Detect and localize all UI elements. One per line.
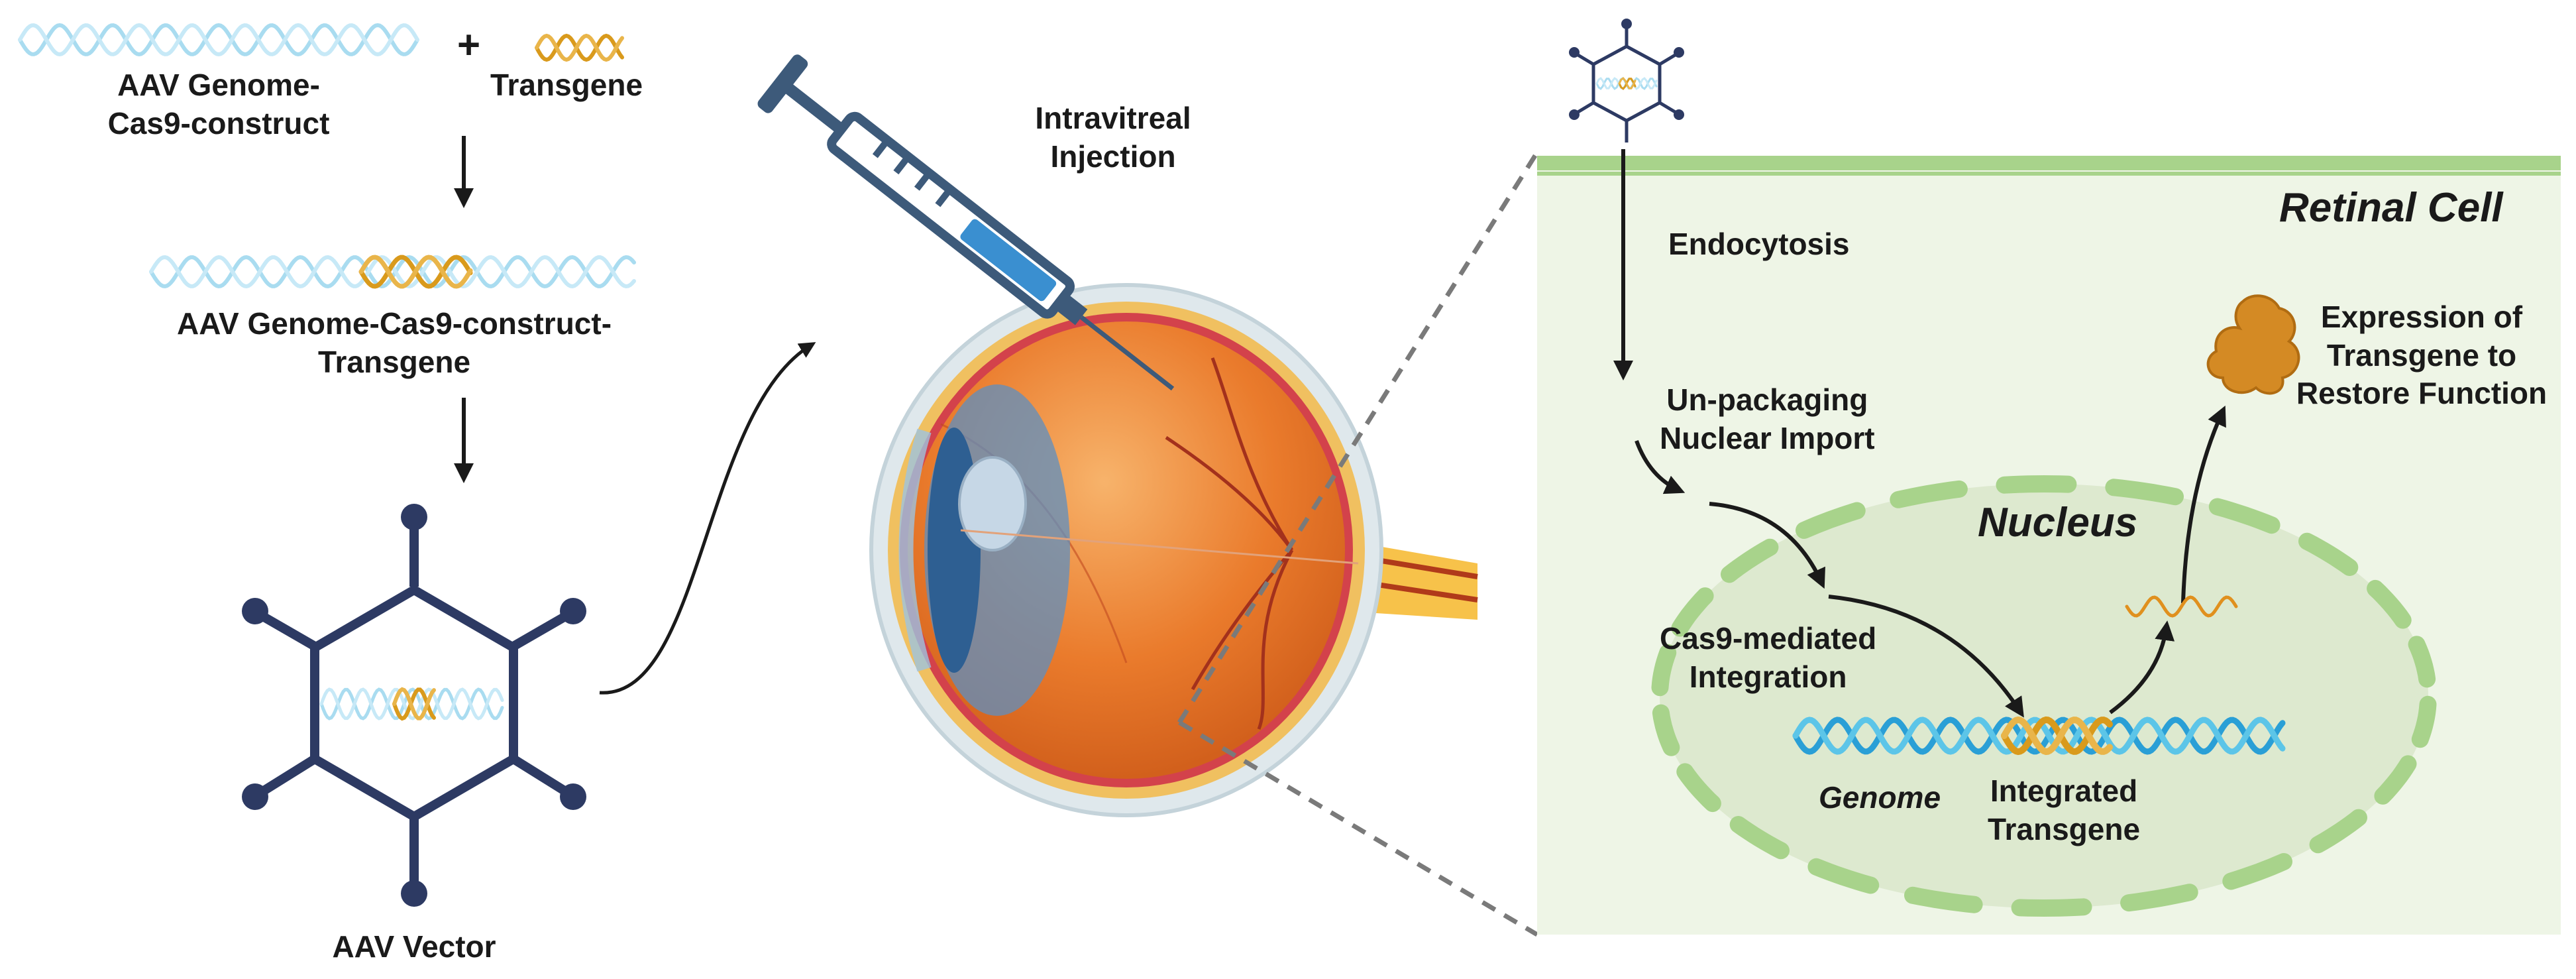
nuclear-envelope — [1651, 475, 2437, 917]
curved-arrow-to-eye — [599, 342, 816, 695]
aav-vector-label: AAV Vector — [332, 929, 496, 964]
vector-transgene-helix-icon — [392, 687, 436, 721]
nuclear-envelope-segment — [1890, 480, 1968, 508]
retinal-cell-title: Retinal Cell — [2279, 185, 2503, 231]
nuclear-envelope-segment — [1721, 538, 1779, 583]
arrow-to-integration — [1709, 502, 1825, 589]
arrow-to-protein — [2181, 405, 2226, 604]
nuclear-envelope-segment — [1671, 587, 1714, 637]
integrated-line1: Integrated — [1990, 774, 2138, 808]
combined-construct-label: AAV Genome-Cas9-construct- Transgene — [177, 305, 612, 381]
expression-line2: Transgene to — [2326, 337, 2517, 373]
aav-genome-construct-line1: AAV Genome- — [117, 68, 320, 102]
combined-line1: AAV Genome-Cas9-construct- — [176, 306, 612, 341]
plus-sign: + — [457, 23, 481, 67]
incoming-aav-capsid-icon — [1569, 19, 1684, 143]
nuclear-envelope-segment — [1996, 475, 2077, 494]
integrated-transgene-label: Integrated Transgene — [1988, 772, 2140, 848]
endocytosis-label: Endocytosis — [1668, 227, 1850, 261]
nucleus-label: Nucleus — [1978, 500, 2138, 546]
eye-illustration — [869, 283, 1478, 817]
nuclear-envelope-segment — [1651, 644, 1677, 697]
nuclear-envelope-segment — [2309, 809, 2367, 854]
aav-genome-construct-line2: Cas9-construct — [107, 105, 330, 141]
injection-label: Intravitreal Injection — [1035, 99, 1191, 176]
nuclear-envelope-segment — [2120, 884, 2198, 912]
nuclear-envelope-segment — [2367, 579, 2412, 629]
nuclear-envelope-segment — [1807, 858, 1880, 894]
transgene-label: Transgene — [490, 68, 643, 102]
syringe-icon — [757, 54, 1175, 391]
arrow-into-genome — [1828, 595, 2024, 718]
combined-line2: Transgene — [317, 344, 471, 379]
aav-genome-construct-label: AAV Genome- Cas9-construct — [108, 66, 330, 143]
vector-dna-helix-icon — [319, 687, 504, 720]
nuclear-envelope-segment — [2011, 898, 2092, 917]
nuclear-envelope-segment — [1729, 816, 1790, 860]
nucleus — [1660, 484, 2428, 908]
integrated-transgene-helix-icon — [2001, 716, 2113, 756]
unpackaging-label: Un-packaging Nuclear Import — [1660, 381, 1875, 457]
nuclear-envelope-segment — [1652, 704, 1680, 756]
aav-vector-capsid-icon — [242, 504, 586, 907]
arrow-to-mrna — [2109, 620, 2175, 715]
nuclear-envelope-segment — [2208, 498, 2281, 534]
incoming-capsid-transgene-icon — [1618, 77, 1637, 90]
injection-line2: Injection — [1050, 139, 1176, 174]
cas9-integration-label: Cas9-mediated Integration — [1660, 620, 1876, 696]
expression-label: Expression of Transgene to Restore Funct… — [2296, 298, 2547, 413]
cas9-line1: Cas9-mediated — [1660, 621, 1877, 656]
nuclear-envelope-segment — [2411, 695, 2437, 748]
nuclear-envelope-segment — [2298, 532, 2359, 576]
expression-line3: Restore Function — [2296, 376, 2548, 410]
mrna-icon — [2125, 595, 2238, 618]
unpackaging-line1: Un-packaging — [1666, 382, 1868, 417]
nuclear-envelope-segment — [2222, 853, 2292, 890]
nuclear-envelope-segment — [2408, 636, 2436, 688]
zoom-line-bottom — [1178, 720, 1538, 937]
nuclear-envelope-segment — [2105, 479, 2184, 506]
nuclear-envelope-segment — [1904, 886, 1983, 913]
cas9-line2: Integration — [1689, 659, 1847, 694]
protein-icon — [2206, 294, 2300, 395]
expression-line1: Expression of — [2320, 300, 2523, 334]
aav-genome-dna-helix-icon — [18, 23, 419, 57]
genome-label: Genome — [1819, 780, 1941, 815]
combined-transgene-dna-helix-icon — [358, 255, 473, 289]
transgene-dna-helix-icon — [535, 33, 624, 62]
zoom-line-top — [1177, 151, 1539, 724]
arrow-to-nucleus — [1635, 439, 1686, 494]
injection-line1: Intravitreal — [1035, 101, 1191, 135]
nuclear-envelope-segment — [1796, 502, 1866, 539]
nuclear-envelope-segment — [2374, 755, 2417, 805]
cell-membrane — [1537, 156, 2561, 170]
nuclear-envelope-segment — [1676, 763, 1721, 813]
unpackaging-line2: Nuclear Import — [1660, 420, 1875, 455]
integrated-line2: Transgene — [1987, 811, 2141, 846]
